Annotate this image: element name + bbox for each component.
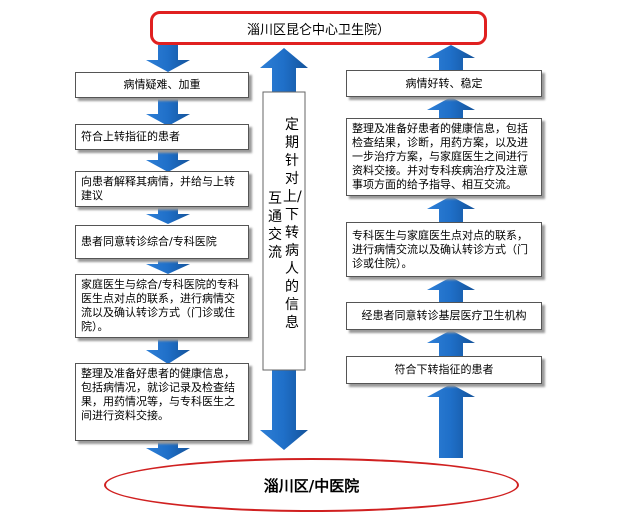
down-arrow [146,338,190,364]
right-box-specialist-contact: 专科医生与家庭医生点对点的联系，进行病情交流以及确认转诊方式（门诊或住院）。 [346,222,542,277]
left-box-condition-worsening: 病情疑难、加重 [75,72,249,98]
up-arrow [427,45,475,70]
down-arrow [146,441,190,460]
right-box-prepare-info: 整理及准备好患者的健康信息，包括检查结果，诊断，用药方案，以及进一步治疗方案，与… [346,118,542,196]
left-box-explain-condition: 向患者解释其病情，并给与上转建议 [75,171,249,207]
down-arrow [146,96,190,126]
center-text-left: 互通交流 [268,191,282,261]
down-arrow [146,206,190,224]
center-text-right: 定期针对上/下转病人的信息 [283,117,302,331]
left-box-prepare-info: 整理及准备好患者的健康信息，包括病情况，就诊记录及检查结果，用药情况等，与专科医… [75,363,249,441]
right-box-patient-agrees: 经患者同意转诊基层医疗卫生机构 [346,302,542,330]
center-text-panel [262,91,306,371]
left-down-arrows [146,45,190,460]
left-box-gp-contact: 家庭医生与综合/专科医院的专科医生点对点的联系，进行病情交流以及确认转诊方式（门… [75,274,249,338]
right-box-condition-stable: 病情好转、稳定 [346,70,542,97]
down-arrow [146,45,190,72]
bottom-hospital-title: 淄川区/中医院 [104,458,519,512]
up-arrow [427,330,475,356]
up-arrow [427,277,475,302]
up-arrow [427,384,475,458]
down-arrow [146,149,190,172]
top-hospital-title: 淄川区昆仑中心卫生院） [150,11,487,45]
left-box-upward-criteria: 符合上转指征的患者 [75,124,249,150]
down-arrow [146,259,190,274]
right-up-arrows [427,45,475,458]
left-box-patient-agrees: 患者同意转诊综合/专科医院 [75,225,249,259]
right-box-downward-criteria: 符合下转指征的患者 [346,356,542,384]
up-arrow [427,97,475,118]
up-arrow [427,196,475,222]
